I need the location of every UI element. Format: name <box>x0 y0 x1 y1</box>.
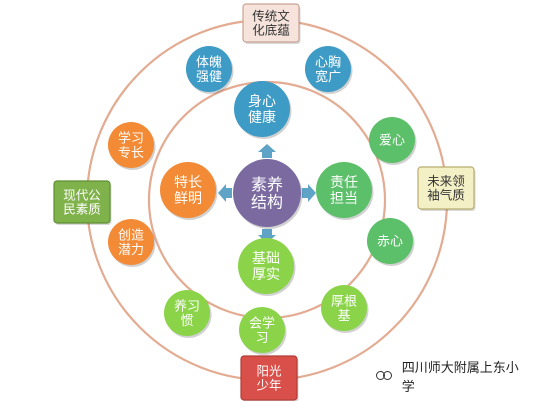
core-pillar-label-bottom: 基础厚实 <box>252 250 280 283</box>
ring-item-label-hougen: 厚根基 <box>331 294 357 324</box>
outer-box-top: 传统文化底蕴 <box>242 3 301 44</box>
ring-item-label-xuexi: 学习专长 <box>118 130 144 161</box>
ring-item-xuexi: 学习专长 <box>108 122 156 170</box>
core-pillar-bottom: 基础厚实 <box>238 238 296 296</box>
ring-item-label-huixuexi: 会学习 <box>249 315 275 346</box>
ring-item-label-aixin: 爱心 <box>379 134 405 149</box>
outer-box-right: 未来领袖气质 <box>417 166 476 211</box>
outer-box-label-top: 传统文化底蕴 <box>252 9 290 38</box>
core-pillar-left: 特长鲜明 <box>160 162 218 220</box>
outer-box-bottom: 阳光少年 <box>240 355 299 401</box>
arrow-to-right-icon <box>302 184 316 202</box>
arrow-to-top-icon <box>258 144 276 158</box>
core-pillar-label-right: 责任担当 <box>330 175 358 207</box>
ring-item-hougen: 厚根基 <box>321 285 369 333</box>
ring-item-label-tipo: 体魄强健 <box>196 54 222 85</box>
ring-item-label-chuangzao: 创造潜力 <box>118 228 144 258</box>
center-label: 素养结构 <box>251 175 283 212</box>
outer-box-label-left: 现代公民素质 <box>63 188 101 217</box>
ring-item-xinxiong: 心胸宽广 <box>305 46 353 94</box>
center-node: 素养结构 <box>233 159 303 229</box>
ring-item-label-xinxiong: 心胸宽广 <box>315 55 341 85</box>
outer-box-label-right: 未来领袖气质 <box>427 174 465 203</box>
ring-item-label-chixin: 赤心 <box>377 235 403 250</box>
core-pillar-label-left: 特长鲜明 <box>174 175 202 207</box>
ring-item-tipo: 体魄强健 <box>186 46 234 94</box>
wechat-logo-icon <box>376 369 394 383</box>
ring-item-huixuexi: 会学习 <box>239 307 287 355</box>
ring-item-yangxiguan: 养习惯 <box>164 290 212 338</box>
ring-item-chuangzao: 创造潜力 <box>108 219 156 267</box>
watermark-text: 四川师大附属上东小学 <box>401 361 519 395</box>
arrow-to-left-icon <box>218 184 232 202</box>
ring-item-label-yangxiguan: 养习惯 <box>174 298 200 329</box>
core-pillar-top: 身心健康 <box>234 81 292 139</box>
outer-box-left: 现代公民素质 <box>53 180 112 225</box>
core-pillar-right: 责任担当 <box>316 162 374 220</box>
core-pillar-label-top: 身心健康 <box>248 94 276 126</box>
arrow-to-bottom-icon <box>258 229 276 243</box>
watermark: 四川师大附属上东小学 <box>376 361 530 395</box>
ring-item-chixin: 赤心 <box>367 218 415 266</box>
outer-box-label-bottom: 阳光少年 <box>256 364 281 393</box>
ring-item-aixin: 爱心 <box>369 117 417 165</box>
